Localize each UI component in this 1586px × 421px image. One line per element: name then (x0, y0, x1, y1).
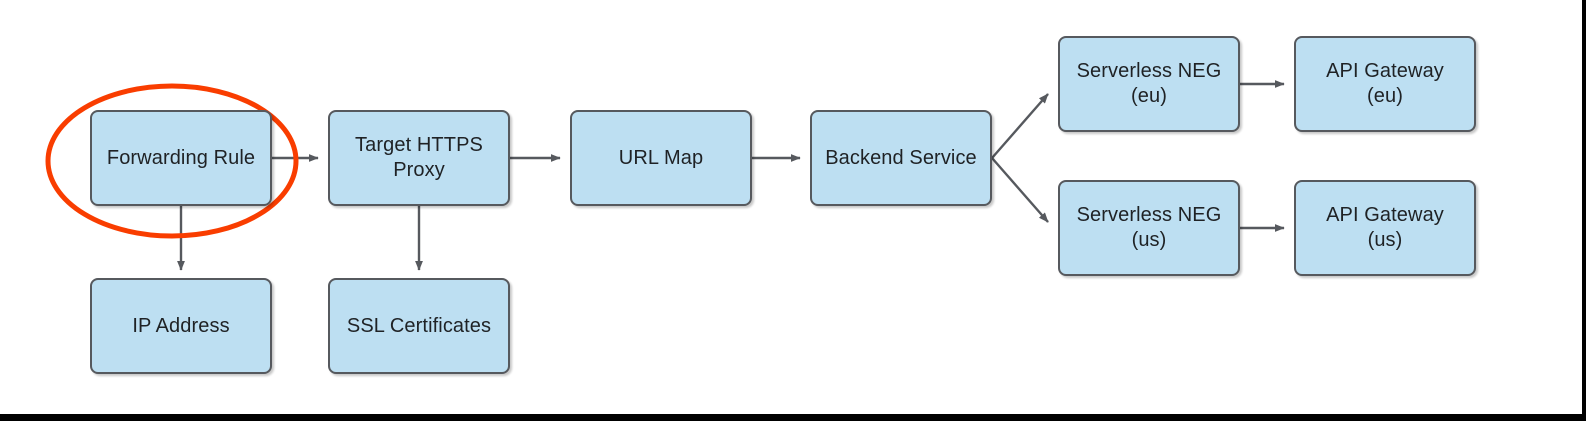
node-url-map[interactable]: URL Map (570, 110, 752, 206)
edge-backend-service-to-serverless-neg-us (991, 157, 1049, 223)
node-api-gateway-eu[interactable]: API Gateway (eu) (1294, 36, 1476, 132)
node-serverless-neg-us[interactable]: Serverless NEG (us) (1058, 180, 1240, 276)
node-forwarding-rule[interactable]: Forwarding Rule (90, 110, 272, 206)
node-api-gateway-us[interactable]: API Gateway (us) (1294, 180, 1476, 276)
edge-backend-service-to-serverless-neg-eu (991, 93, 1049, 159)
node-serverless-neg-eu[interactable]: Serverless NEG (eu) (1058, 36, 1240, 132)
highlight-ellipse-forwarding-rule (45, 83, 299, 239)
node-target-https-proxy[interactable]: Target HTTPS Proxy (328, 110, 510, 206)
node-backend-service[interactable]: Backend Service (810, 110, 992, 206)
node-ssl-certificates[interactable]: SSL Certificates (328, 278, 510, 374)
frame-right-border (1582, 0, 1586, 421)
frame-bottom-border (0, 414, 1586, 421)
node-ip-address[interactable]: IP Address (90, 278, 272, 374)
